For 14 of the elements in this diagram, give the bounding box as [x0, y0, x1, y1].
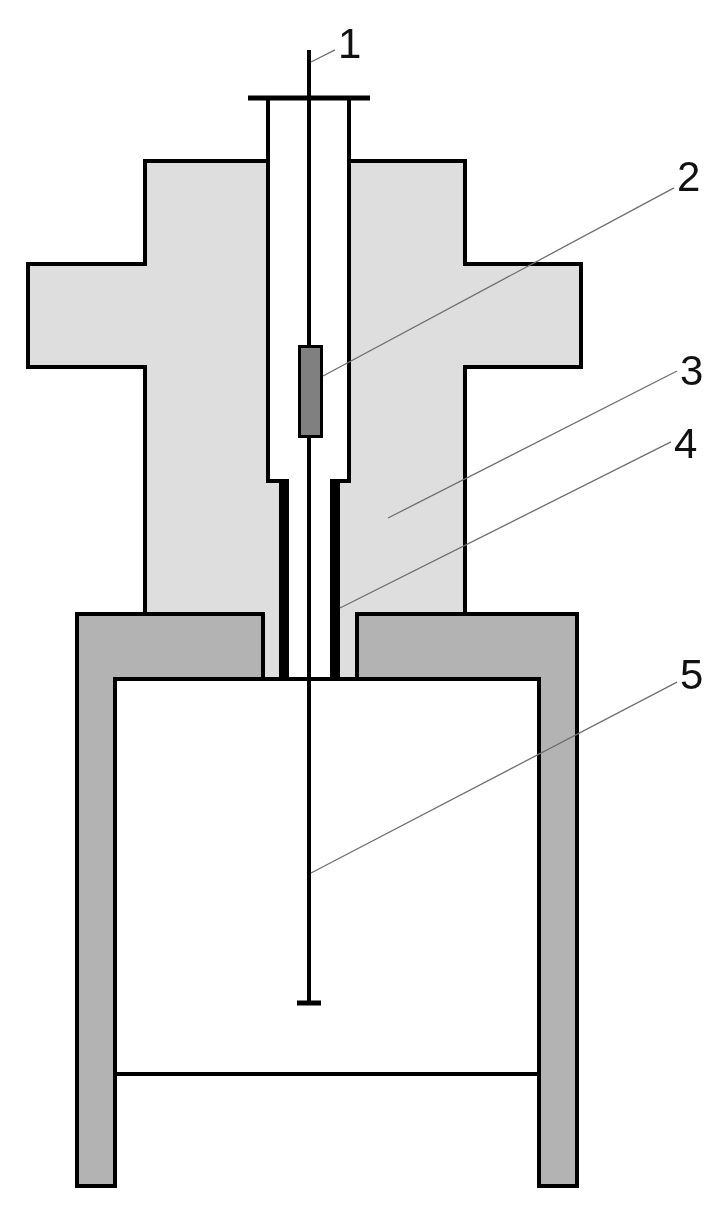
callout-number: 4 — [674, 423, 698, 465]
leader-line — [339, 441, 672, 609]
leader-line — [322, 187, 675, 377]
wire — [307, 679, 311, 1003]
housing-block — [26, 159, 583, 681]
callout-number: 2 — [677, 156, 701, 198]
leader-line — [310, 681, 678, 874]
callout-number: 3 — [680, 350, 704, 392]
sample-block — [298, 345, 323, 438]
callout-number: 1 — [338, 23, 362, 65]
liner-tube — [330, 481, 340, 679]
leader-line — [387, 370, 678, 519]
callout-number: 5 — [680, 654, 704, 696]
leader-line — [310, 49, 336, 63]
